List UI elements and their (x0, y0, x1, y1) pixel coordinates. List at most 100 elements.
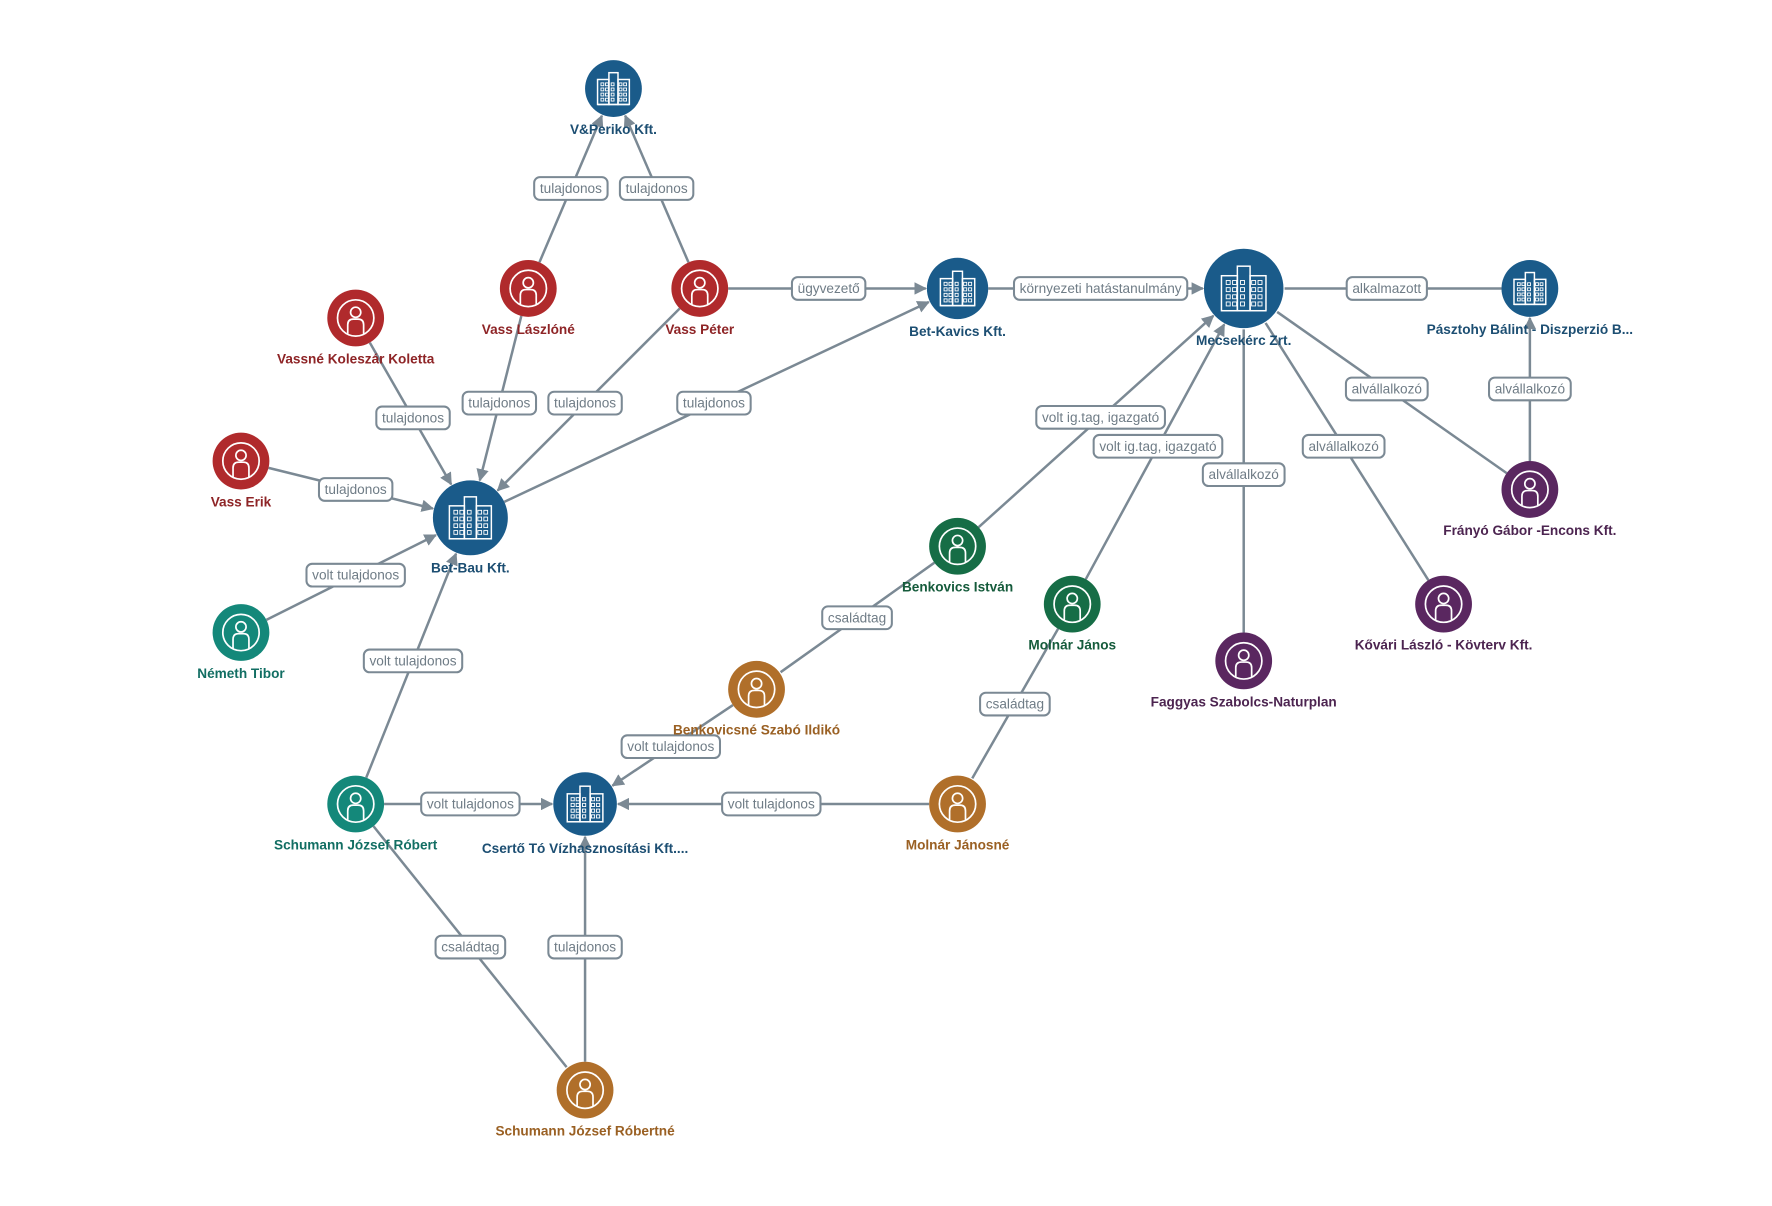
node-betbau[interactable]: Bet-Bau Kft. (431, 480, 510, 575)
edge-label: tulajdonos (618, 176, 695, 201)
node-schumanne[interactable]: Schumann József Róbertné (495, 1061, 675, 1139)
person-icon (938, 784, 977, 824)
node-label: V&Periko Kft. (570, 122, 657, 137)
person-icon (566, 1071, 605, 1110)
company-node-circle[interactable] (1203, 248, 1284, 329)
edge-label-text: tulajdonos (683, 396, 745, 411)
edge-label: családtag (979, 691, 1051, 717)
edge-label-text: környezeti hatástanulmány (1020, 281, 1182, 296)
edge-label-box (790, 276, 867, 301)
person-icon (1053, 585, 1092, 624)
node-label: Molnár János (1028, 638, 1116, 653)
person-icon (680, 269, 719, 308)
edge-label: ügyvezető (790, 276, 867, 301)
building-icon (448, 496, 493, 540)
person-icon (221, 613, 261, 652)
node-kovari[interactable]: Kővári László - Kövterv Kft. (1355, 575, 1533, 653)
edges-layer (265, 114, 1537, 1068)
edge-label-text: tulajdonos (554, 396, 616, 411)
edge-labels-layer: tulajdonos tulajdonos ügyvezető környezeti … (305, 176, 1572, 960)
edge-label-box (547, 390, 623, 416)
edge-label: volt tulajdonos (620, 734, 722, 760)
building-icon (939, 270, 976, 307)
node-benkovics[interactable]: Benkovics István (902, 517, 1013, 595)
company-node-circle[interactable] (1501, 260, 1559, 317)
node-faggyas[interactable]: Faggyas Szabolcs-Naturplan (1151, 632, 1337, 710)
building-icon (566, 785, 604, 823)
edge-label-text: családtag (828, 610, 886, 625)
edge-label: tulajdonos (547, 390, 623, 416)
node-franyo[interactable]: Frányó Gábor -Encons Kft. (1443, 461, 1616, 538)
edge-label-box (1301, 433, 1386, 459)
node-molnarjne[interactable]: Molnár Jánosné (906, 775, 1010, 853)
person-icon (1424, 585, 1463, 624)
edge-label: családtag (821, 605, 893, 631)
edge-label-box (461, 390, 538, 416)
node-label: Pásztohy Bálint - Diszperzió B... (1427, 322, 1633, 337)
node-vasserik[interactable]: Vass Erik (211, 432, 272, 510)
edge-label-text: alvállalkozó (1308, 439, 1378, 454)
edge-label: volt ig.tag, igazgató (1092, 433, 1224, 459)
node-label: Vassné Koleszár Koletta (277, 351, 435, 366)
node-vasslaszlone[interactable]: Vass Lászlóné (482, 260, 575, 337)
node-vperiko[interactable]: V&Periko Kft. (570, 60, 657, 137)
company-node-circle[interactable] (432, 480, 508, 556)
edge-label: tulajdonos (676, 390, 752, 416)
node-betkavics[interactable]: Bet-Kavics Kft. (909, 257, 1006, 339)
edge-label: alvállalkozó (1344, 376, 1429, 402)
edge-label-text: tulajdonos (626, 181, 688, 196)
person-icon (737, 670, 776, 709)
edge-label-box (1344, 376, 1429, 402)
edge-label-text: alvállalkozó (1209, 467, 1279, 482)
edge-label-text: alvállalkozó (1352, 381, 1422, 396)
edge-label-box (676, 390, 752, 416)
edge-label: alkalmazott (1345, 276, 1428, 301)
edge-label: alvállalkozó (1488, 376, 1572, 402)
person-icon (938, 527, 977, 566)
edge-label-box (305, 562, 406, 588)
edge-label-text: tulajdonos (540, 181, 602, 196)
edge-label: tulajdonos (461, 390, 538, 416)
node-label: Frányó Gábor -Encons Kft. (1443, 523, 1616, 538)
company-node-circle[interactable] (553, 772, 617, 836)
node-benkovicsne[interactable]: Benkovicsné Szabó Ildikó (673, 660, 840, 738)
node-molnarj[interactable]: Molnár János (1028, 575, 1117, 653)
edge-label-text: családtag (986, 697, 1044, 712)
edge-label-text: volt tulajdonos (627, 739, 714, 754)
node-label: Vass Lászlóné (482, 322, 575, 337)
nodes-layer: V&Periko Kft. Vass Lászlóné Vass PéterVass… (197, 60, 1633, 1139)
node-label: Benkovics István (902, 580, 1013, 595)
edge-label-box (1012, 276, 1189, 301)
edge-label-text: alkalmazott (1352, 281, 1421, 296)
edge-label-text: családtag (441, 940, 499, 955)
edge-label: volt ig.tag, igazgató (1035, 404, 1166, 430)
company-node-circle[interactable] (926, 257, 989, 320)
node-label: Csertő Tó Vízhasznosítási Kft.... (482, 841, 688, 856)
edge-label-box (1488, 376, 1572, 402)
node-nemeth[interactable]: Németh Tibor (197, 604, 285, 681)
edge-label-box (434, 934, 507, 960)
company-node-circle[interactable] (585, 60, 642, 117)
edge-label-text: volt tulajdonos (728, 797, 815, 812)
node-label: Schumann József Róbert (274, 837, 438, 852)
node-pasztohy[interactable]: Pásztohy Bálint - Diszperzió B... (1427, 260, 1633, 337)
node-schumann[interactable]: Schumann József Róbert (274, 775, 438, 853)
node-label: Vass Péter (665, 322, 735, 337)
edge-label: családtag (434, 934, 507, 960)
edge-label-box (547, 934, 623, 960)
node-mecsekerc[interactable]: Mecsekérc Zrt. (1196, 248, 1291, 349)
edge-label-box (821, 605, 893, 631)
node-vasspeter[interactable]: Vass Péter (665, 260, 735, 337)
node-label: Mecsekérc Zrt. (1196, 333, 1291, 348)
node-label: Kővári László - Kövterv Kft. (1355, 638, 1533, 653)
edge-label-box (1345, 276, 1428, 301)
node-label: Bet-Kavics Kft. (909, 324, 1006, 339)
node-label: Faggyas Szabolcs-Naturplan (1151, 694, 1337, 709)
node-cserto[interactable]: Csertő Tó Vízhasznosítási Kft.... (482, 772, 688, 856)
node-vassne[interactable]: Vassné Koleszár Koletta (277, 289, 435, 367)
edge-label: volt tulajdonos (305, 562, 406, 588)
edge-label-box (721, 791, 822, 817)
building-icon (1220, 265, 1267, 312)
building-icon (1513, 271, 1547, 306)
